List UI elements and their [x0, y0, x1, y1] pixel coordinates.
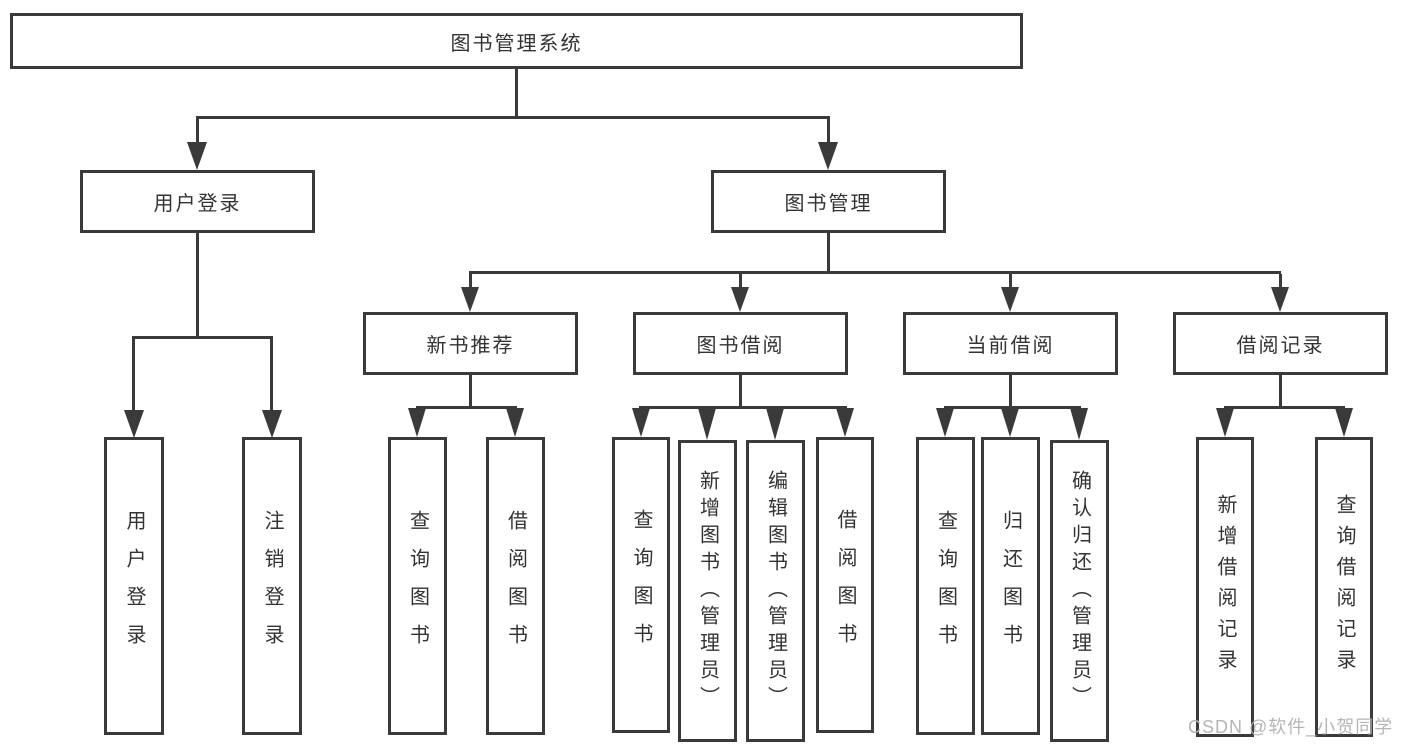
leaf-bb-query-book-label: 查询图书 [630, 509, 652, 661]
node-book-borrow-label: 图书借阅 [696, 335, 785, 357]
node-current-borrow: 当前借阅 [903, 312, 1118, 375]
leaf-rec-borrow-book: 借阅图书 [486, 437, 545, 735]
connector-userlogin-hline [132, 336, 273, 339]
arrow-down-icon [1271, 287, 1289, 312]
arrow-down-icon [187, 142, 207, 170]
leaf-bb-borrow-book: 借阅图书 [816, 437, 874, 733]
leaf-user-login: 用户登录 [104, 437, 164, 735]
connector-userlogin-left-stem [132, 339, 135, 413]
arrow-down-icon [936, 408, 954, 437]
arrow-down-icon [698, 408, 716, 440]
node-book-management: 图书管理 [711, 170, 946, 233]
node-borrow-records: 借阅记录 [1173, 312, 1388, 375]
leaf-bb-query-book: 查询图书 [612, 437, 670, 733]
connector-l2-stem-1 [469, 274, 472, 288]
arrow-down-icon [1216, 408, 1234, 437]
arrow-down-icon [836, 408, 854, 437]
node-current-borrow-label: 当前借阅 [966, 335, 1055, 357]
connector-userlogin-right-stem [270, 339, 273, 413]
csdn-watermark: CSDN @软件_小贺同学 [1188, 717, 1394, 737]
node-book-management-label: 图书管理 [784, 193, 873, 215]
arrow-down-icon [506, 408, 524, 437]
leaf-cb-confirm-return-admin-label: 确认归还（管理员） [1068, 469, 1091, 713]
node-root-system-label: 图书管理系统 [450, 32, 583, 55]
leaf-br-query-record-label: 查询借阅记录 [1333, 494, 1355, 680]
leaf-bb-borrow-book-label: 借阅图书 [834, 509, 856, 661]
connector-l2-stem-3 [1009, 274, 1012, 288]
arrow-down-icon [1070, 408, 1088, 440]
node-book-borrow: 图书借阅 [633, 312, 848, 375]
arrow-down-icon [1001, 287, 1019, 312]
leaf-cb-confirm-return-admin: 确认归还（管理员） [1050, 440, 1109, 742]
connector-bookmgmt-hline [469, 271, 1281, 274]
arrow-down-icon [632, 408, 650, 437]
arrow-down-icon [124, 410, 144, 438]
arrow-down-icon [766, 408, 784, 440]
connector-group1-hline [416, 406, 517, 409]
connector-root-stub [515, 69, 518, 119]
node-root-system: 图书管理系统 [10, 13, 1023, 69]
arrow-down-icon [262, 410, 282, 438]
connector-root-hline [196, 116, 830, 119]
connector-bookmgmt-stub [827, 233, 830, 273]
connector-group2-stub [739, 374, 742, 409]
arrow-down-icon [1001, 408, 1019, 437]
leaf-rec-borrow-book-label: 借阅图书 [504, 510, 527, 662]
connector-group3-hline [944, 406, 1081, 409]
connector-l2-stem-4 [1279, 274, 1282, 288]
leaf-cb-return-book-label: 归还图书 [999, 510, 1022, 662]
leaf-cb-query-book: 查询图书 [916, 437, 975, 735]
leaf-br-query-record: 查询借阅记录 [1315, 437, 1373, 737]
leaf-cb-query-book-label: 查询图书 [934, 510, 957, 662]
connector-group3-stub [1009, 374, 1012, 409]
leaf-bb-edit-book-admin-label: 编辑图书（管理员） [764, 469, 787, 713]
connector-group4-stub [1279, 374, 1282, 409]
node-new-book-recommend: 新书推荐 [363, 312, 578, 375]
connector-group4-hline [1224, 406, 1345, 409]
arrow-down-icon [818, 142, 838, 170]
connector-group1-stub [469, 374, 472, 409]
leaf-logout: 注销登录 [242, 437, 302, 735]
leaf-br-add-record: 新增借阅记录 [1196, 437, 1254, 737]
connector-root-right-stem [827, 119, 830, 145]
connector-root-left-stem [196, 119, 199, 145]
arrow-down-icon [1335, 408, 1353, 437]
arrow-down-icon [408, 408, 426, 437]
connector-l2-stem-2 [739, 274, 742, 288]
node-user-login-label: 用户登录 [153, 193, 242, 215]
arrow-down-icon [731, 287, 749, 312]
leaf-cb-return-book: 归还图书 [981, 437, 1040, 735]
leaf-br-add-record-label: 新增借阅记录 [1214, 494, 1236, 680]
leaf-logout-label: 注销登录 [261, 510, 283, 662]
node-borrow-records-label: 借阅记录 [1236, 335, 1325, 357]
leaf-bb-add-book-admin-label: 新增图书（管理员） [696, 469, 719, 713]
arrow-down-icon [461, 287, 479, 312]
leaf-rec-query-book-label: 查询图书 [406, 510, 429, 662]
node-user-login: 用户登录 [80, 170, 315, 233]
connector-group2-hline [639, 406, 847, 409]
node-new-book-recommend-label: 新书推荐 [426, 335, 515, 357]
leaf-bb-edit-book-admin: 编辑图书（管理员） [746, 440, 805, 742]
leaf-bb-add-book-admin: 新增图书（管理员） [678, 440, 737, 742]
connector-userlogin-stub [196, 233, 199, 339]
leaf-user-login-label: 用户登录 [123, 510, 145, 662]
leaf-rec-query-book: 查询图书 [388, 437, 447, 735]
